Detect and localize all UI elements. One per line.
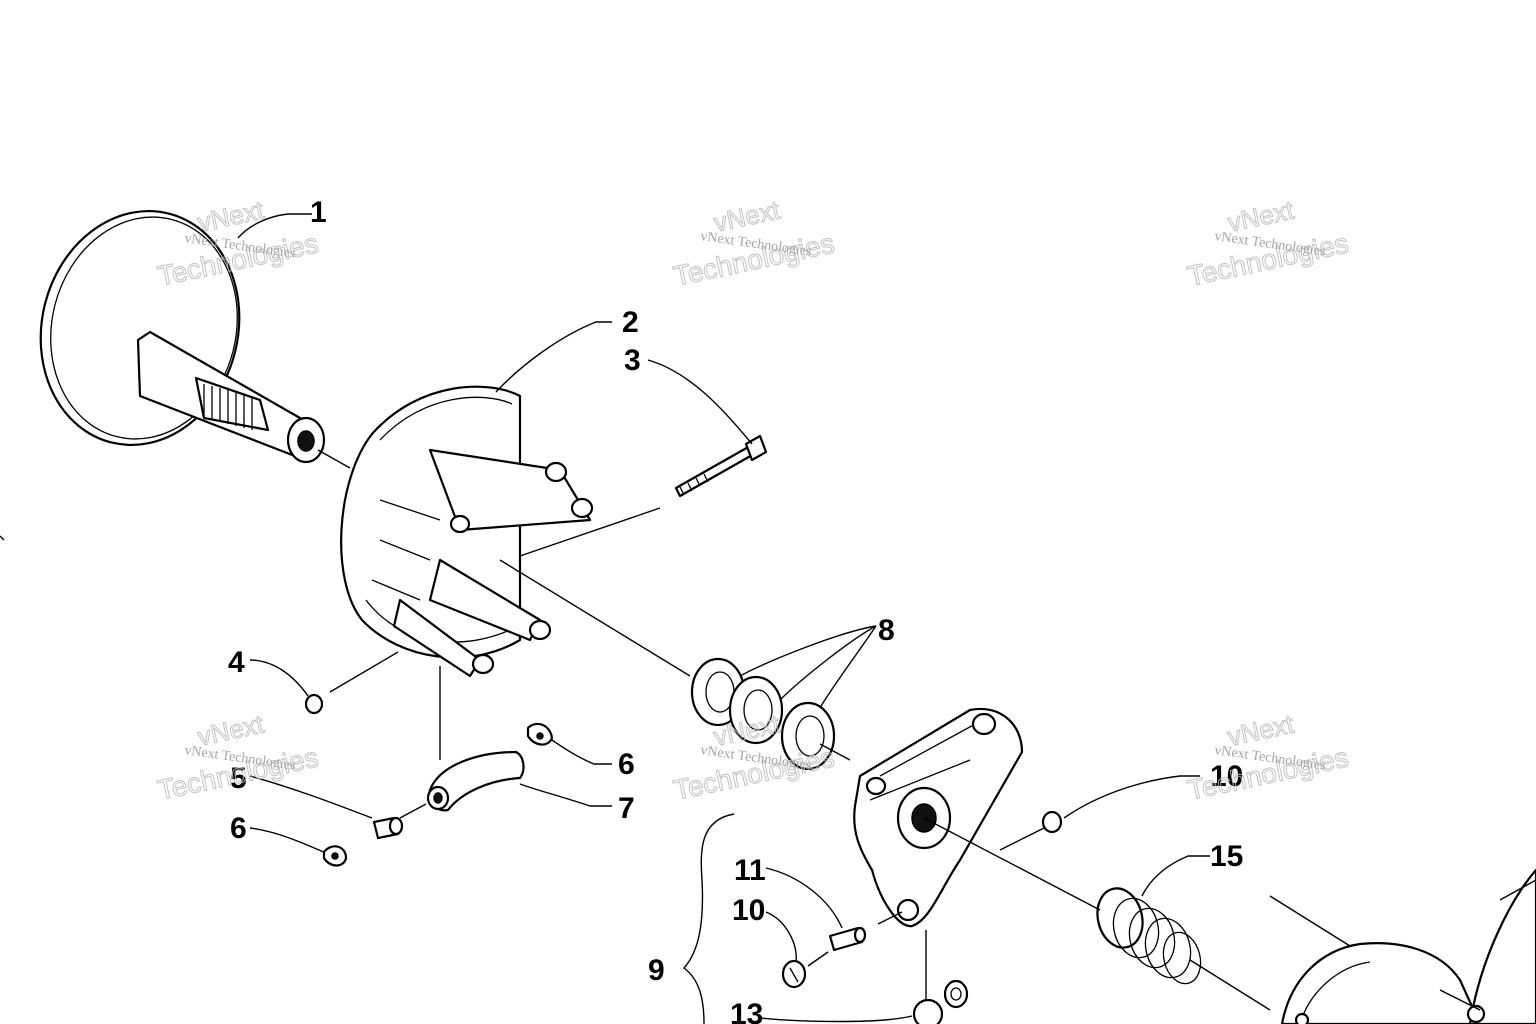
cover-plate-part — [1280, 868, 1536, 1024]
watermark-top-right: vNext Technologies vNext Technologies — [1184, 194, 1351, 292]
callout-3: 3 — [624, 344, 641, 377]
callout-10-lower: 10 — [732, 894, 765, 927]
callout-6-upper: 6 — [618, 748, 635, 781]
callout-15: 15 — [1210, 840, 1243, 873]
nut-part — [304, 693, 324, 715]
callout-5: 5 — [230, 762, 247, 795]
callout-4: 4 — [228, 646, 245, 679]
pin-part — [828, 926, 867, 952]
callout-numbers: 1 2 3 4 5 6 6 7 8 10 11 10 9 13 15 — [228, 196, 1243, 1024]
svg-text:vNext: vNext — [195, 195, 267, 238]
sheave-shaft-part — [39, 209, 326, 464]
callout-1: 1 — [310, 196, 327, 229]
callout-10-upper: 10 — [1210, 760, 1243, 793]
callout-13: 13 — [730, 998, 763, 1024]
button-part-lower — [781, 959, 807, 989]
washer-part-upper — [526, 722, 554, 746]
callout-9: 9 — [648, 954, 665, 987]
washer-part-lower — [322, 845, 348, 867]
bushing-part — [372, 816, 404, 840]
callout-11: 11 — [734, 854, 766, 887]
callout-2: 2 — [622, 306, 639, 339]
watermark-bottom-right: vNext Technologies vNext Technologies — [1184, 708, 1351, 806]
weight-arm-part — [426, 750, 525, 812]
washer-stack-part — [690, 657, 836, 771]
spider-cover-part — [340, 385, 594, 678]
spring-part — [1096, 887, 1202, 985]
bolt-part — [674, 434, 768, 498]
watermark-top-center: vNext Technologies vNext Technologies — [670, 194, 837, 292]
callout-7: 7 — [618, 792, 635, 825]
roller-washer-part — [912, 979, 969, 1024]
spider-hub-part — [853, 707, 1024, 928]
button-part-upper — [1041, 810, 1063, 834]
leader-lines — [0, 213, 1536, 1024]
callout-6-lower: 6 — [230, 812, 247, 845]
callout-8: 8 — [878, 614, 895, 647]
